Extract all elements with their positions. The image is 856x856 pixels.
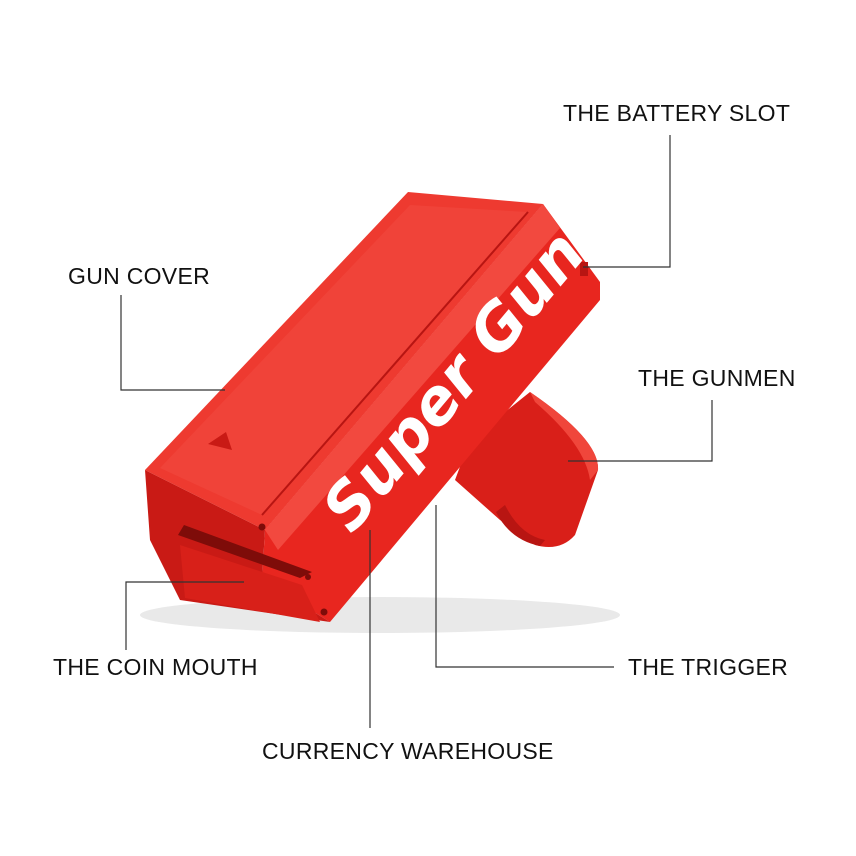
- gun-cover-lid: [160, 205, 528, 515]
- leader-coin-mouth: [125, 581, 244, 650]
- leader-trigger: [435, 505, 614, 668]
- screw-hole: [320, 608, 328, 616]
- label-gun-cover: GUN COVER: [68, 263, 210, 289]
- leader-gunmen: [568, 400, 713, 462]
- label-coin-mouth: THE COIN MOUTH: [53, 654, 258, 680]
- battery-slot-edge: [580, 262, 588, 276]
- leader-battery-slot: [583, 135, 671, 268]
- label-trigger: THE TRIGGER: [628, 654, 789, 680]
- coin-mouth-lip: [180, 545, 320, 622]
- label-currency-warehouse: CURRENCY WAREHOUSE: [262, 738, 554, 764]
- label-battery-slot: THE BATTERY SLOT: [563, 100, 791, 126]
- trigger-guard: [496, 505, 545, 546]
- body-front-highlight: [265, 204, 560, 550]
- cover-latch: [208, 432, 232, 450]
- coin-mouth-slot: [178, 525, 312, 578]
- cover-seam: [261, 211, 529, 516]
- screw-hole: [258, 523, 266, 531]
- gun-handle: [455, 392, 599, 548]
- gun-body-front: [262, 204, 600, 622]
- leader-gun-cover: [120, 295, 225, 391]
- screw-hole: [305, 574, 311, 580]
- label-gunmen: THE GUNMEN: [638, 365, 796, 391]
- handle-grip-highlight: [530, 392, 599, 480]
